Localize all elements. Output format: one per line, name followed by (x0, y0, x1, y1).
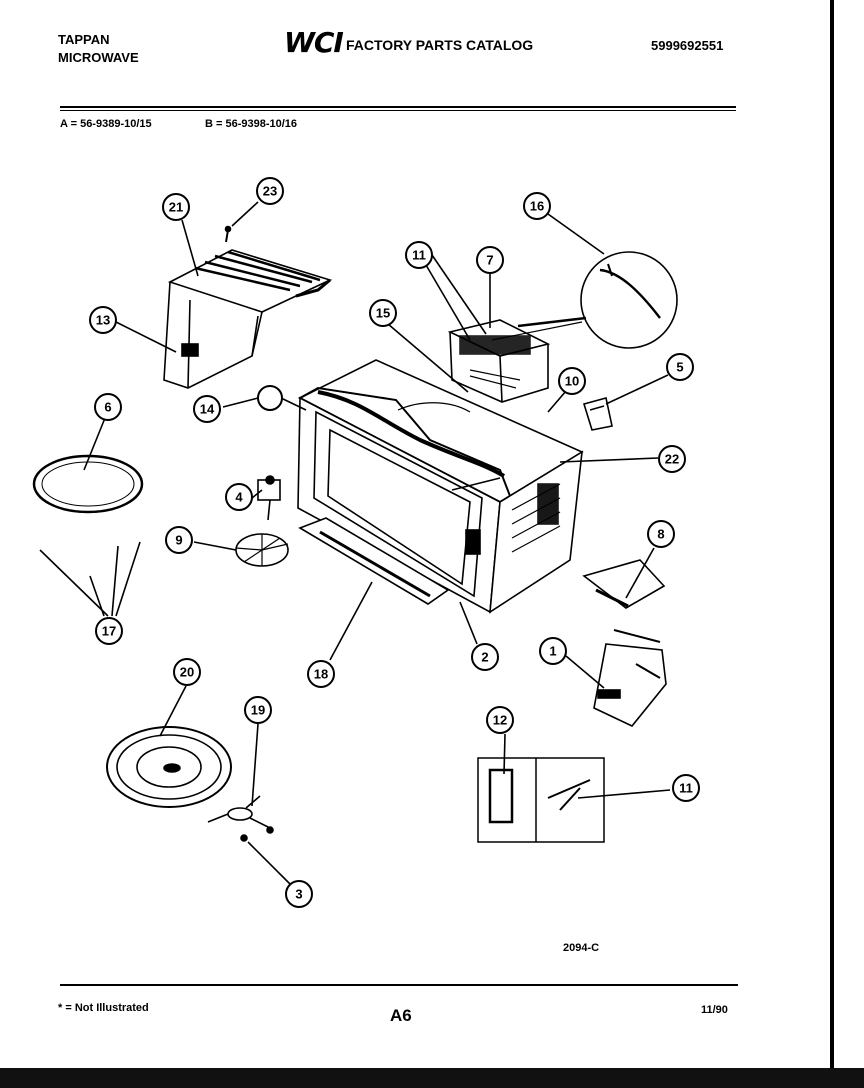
callout-2: 2 (481, 650, 488, 665)
callout-13: 13 (96, 313, 110, 328)
callout-20: 20 (180, 665, 194, 680)
callout-11: 11 (412, 248, 426, 263)
product-type: MICROWAVE (58, 50, 139, 65)
callout-10: 10 (565, 374, 579, 389)
callout-11-motor: 11 (679, 781, 693, 796)
callout-14: 14 (200, 402, 215, 417)
page-border-right (830, 0, 834, 1075)
callout-21: 21 (169, 200, 183, 215)
callout-17: 17 (102, 624, 116, 639)
callout-6: 6 (104, 400, 111, 415)
callout-18: 18 (314, 667, 328, 682)
page-border-bottom (0, 1068, 864, 1088)
page-number: A6 (390, 1006, 412, 1025)
callout-5: 5 (676, 360, 683, 375)
model-b: B = 56-9398-10/16 (205, 118, 298, 130)
callout-23: 23 (263, 184, 277, 199)
drawing-code: 2094-C (563, 942, 600, 954)
part-21-cover-drawing (163, 249, 333, 389)
callout-3: 3 (295, 887, 302, 902)
callout-22: 22 (665, 452, 679, 467)
brand-name: TAPPAN (58, 32, 110, 47)
catalog-date: 11/90 (701, 1004, 728, 1016)
catalog-title: FACTORY PARTS CATALOG (346, 37, 534, 53)
callout-19: 19 (251, 703, 265, 718)
callout-15: 15 (376, 306, 390, 321)
footer-rule (60, 984, 738, 986)
model-a: A = 56-9389-10/15 (60, 118, 152, 130)
catalog-number: 5999692551 (651, 38, 724, 53)
callout-unnumbered (257, 385, 283, 411)
wci-logo: WCI (284, 26, 344, 59)
callout-1: 1 (549, 644, 556, 659)
header-rule (60, 106, 736, 108)
callout-9: 9 (175, 533, 182, 548)
header-rule-thin (60, 110, 736, 111)
oven-cavity-drawing (297, 359, 584, 614)
footnote: * = Not Illustrated (58, 1002, 149, 1014)
callout-12: 12 (493, 713, 507, 728)
part-9-fan-drawing (235, 533, 289, 567)
callout-8: 8 (657, 527, 664, 542)
callout-16: 16 (530, 199, 544, 214)
callout-4: 4 (235, 490, 243, 505)
callout-7: 7 (486, 253, 493, 268)
